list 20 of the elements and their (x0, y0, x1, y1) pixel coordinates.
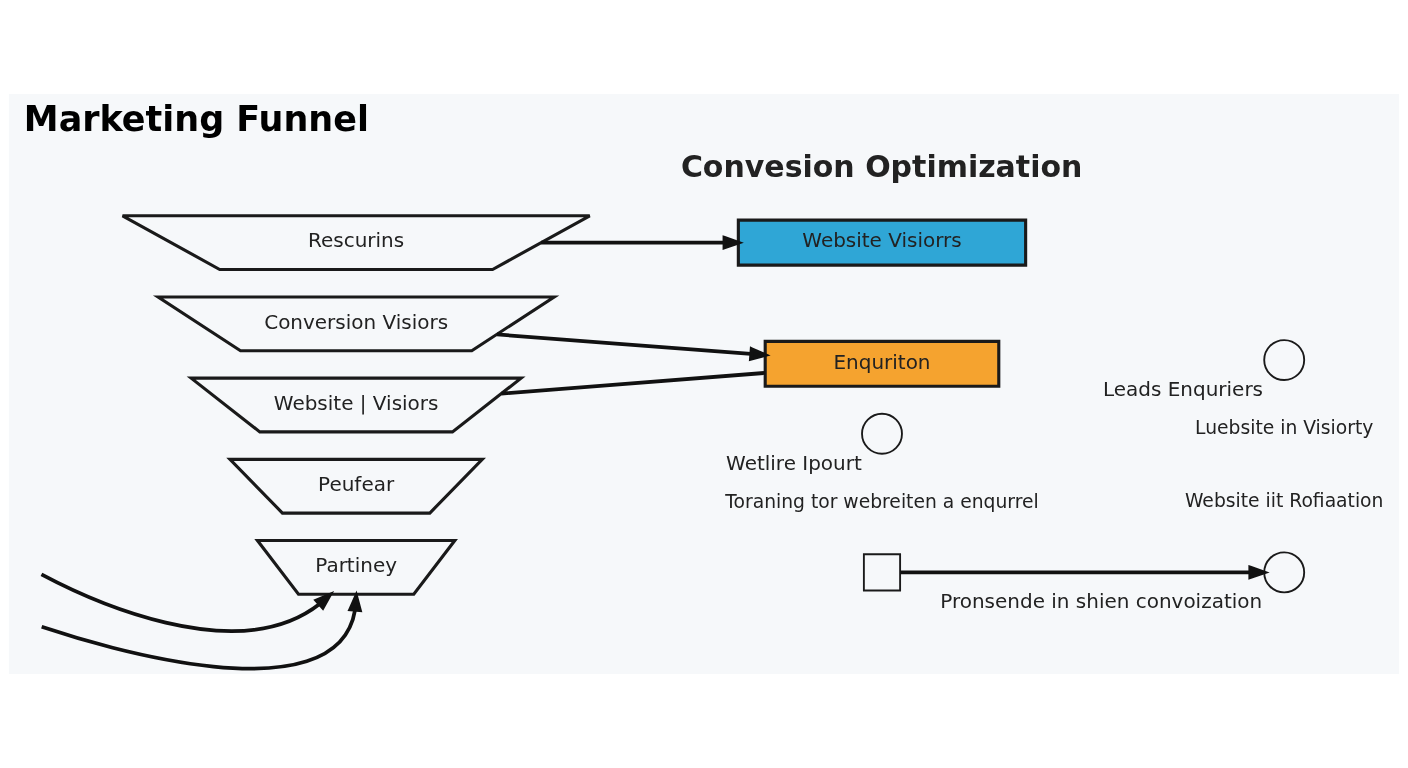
diagram-title: Marketing Funnel (23, 98, 369, 139)
arrow (496, 332, 771, 362)
node-person (1263, 339, 1306, 381)
node-box: Enquriton (763, 339, 1001, 388)
node-person (861, 412, 903, 455)
label: Convesion Optimization (680, 148, 1083, 184)
node-box: Website Visiorrs (736, 218, 1028, 267)
node-label: Wetlire Ipourt (726, 450, 862, 475)
node-label: Leads Enquriers (1103, 377, 1264, 402)
connector (501, 371, 765, 396)
node-label: Pronsende in shien convoization (940, 589, 1263, 614)
label: Website iit Rofiaation (1184, 489, 1384, 511)
arrow (41, 590, 363, 671)
arrow (40, 572, 335, 633)
node-box (862, 553, 902, 592)
label: Luebsite in Visiorty (1195, 417, 1374, 439)
label: Toraning tor webreiten a enqurrel (725, 491, 1039, 513)
arrow (541, 235, 744, 251)
node-person (1263, 551, 1306, 594)
arrow (900, 564, 1270, 580)
